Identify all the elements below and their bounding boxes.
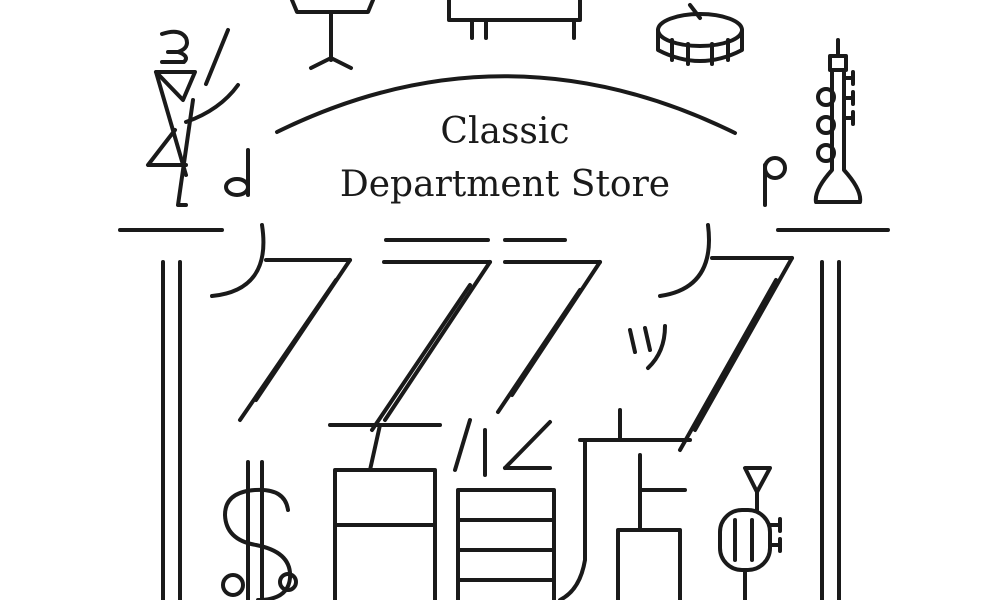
title-line1: Classic bbox=[440, 111, 569, 152]
staff-frame bbox=[118, 228, 890, 600]
trumpet-icon bbox=[718, 466, 782, 600]
music-stand-icon bbox=[290, 0, 375, 70]
conductor-icon bbox=[146, 28, 240, 207]
title-arch bbox=[275, 74, 737, 135]
dollar-sign-icon bbox=[221, 460, 298, 600]
drum-icon bbox=[656, 3, 744, 66]
kanji-wordmark bbox=[328, 408, 692, 600]
piano-icon bbox=[447, 0, 582, 40]
title-line2: Department Store bbox=[340, 164, 670, 205]
half-note-flipped-icon bbox=[763, 156, 787, 207]
half-note-icon bbox=[224, 148, 250, 197]
katakana-wordmark bbox=[210, 223, 794, 452]
clarinet-icon bbox=[813, 38, 863, 204]
